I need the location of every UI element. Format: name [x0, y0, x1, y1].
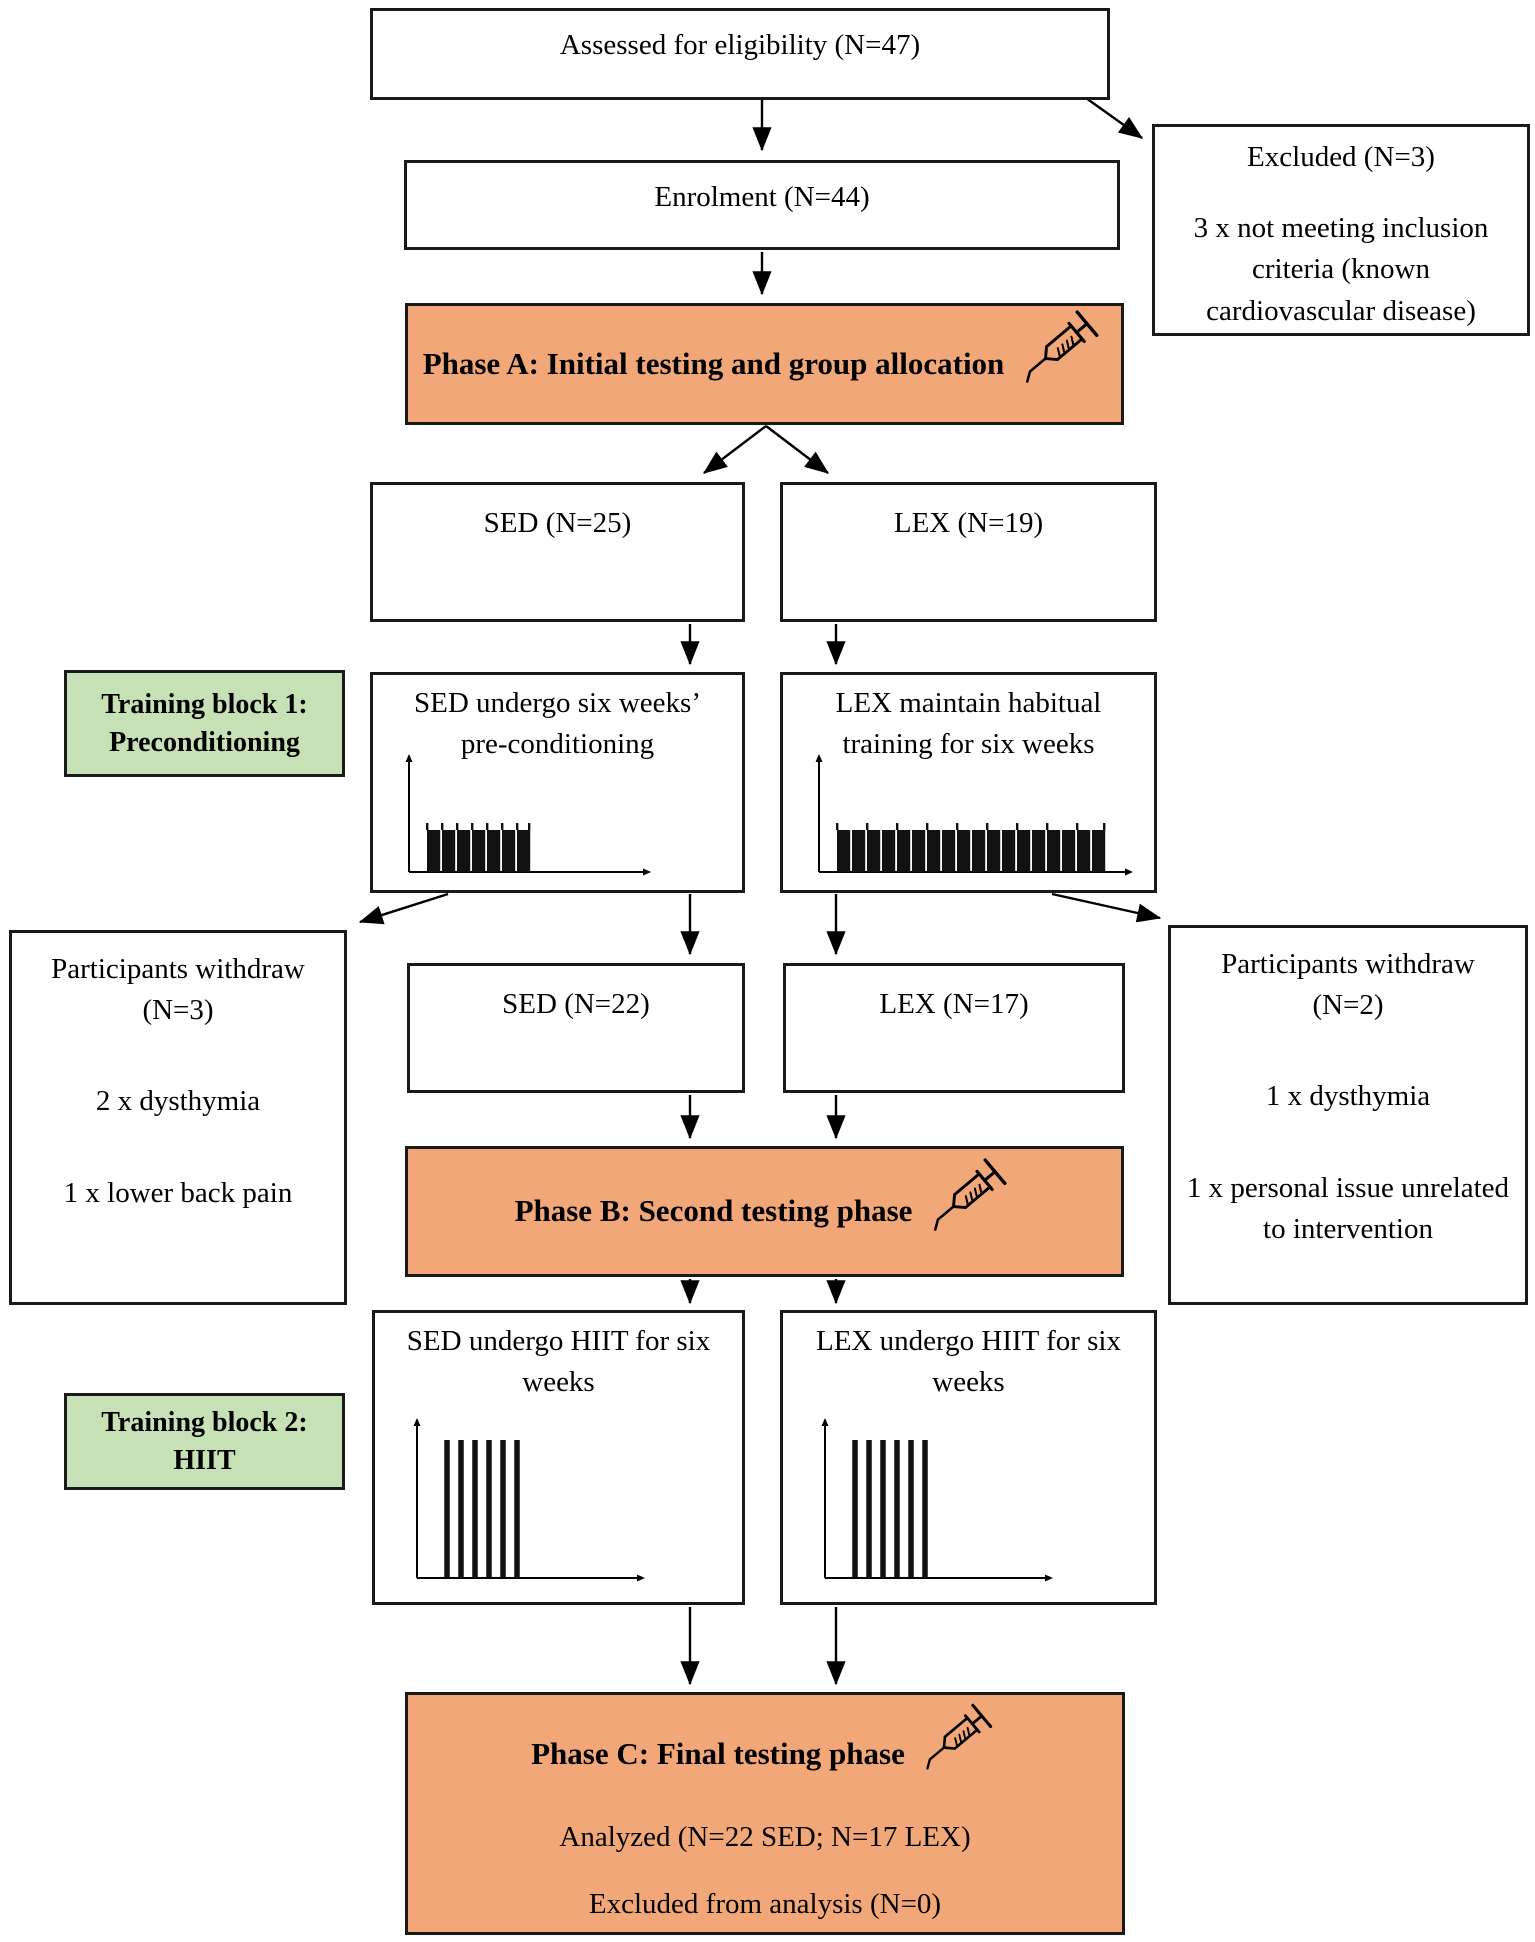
phase-c-title: Phase C: Final testing phase — [531, 1735, 905, 1771]
training-block-1-box: Training block 1: Preconditioning — [64, 670, 345, 777]
syringe-icon — [1026, 310, 1099, 383]
phase-b-label: Phase B: Second testing phase — [514, 1193, 913, 1229]
training-block-2-line1: Training block 2: — [101, 1406, 308, 1438]
phase-c-analyzed: Analyzed (N=22 SED; N=17 LEX) — [559, 1821, 971, 1853]
training-block-2-box: Training block 2: HIIT — [64, 1393, 345, 1490]
withdraw-left-box: Participants withdraw (N=3) 2 x dysthymi… — [9, 930, 347, 1305]
sed-n25-box: SED (N=25) — [370, 482, 745, 622]
interval-spikes-chart-icon — [413, 1418, 645, 1582]
lex-habitual-label: LEX maintain habitual training for six w… — [835, 687, 1102, 761]
lex-habitual-box: LEX maintain habitual training for six w… — [780, 672, 1157, 893]
withdraw-left-reason2: 1 x lower back pain — [63, 1176, 293, 1209]
sed-n25-label: SED (N=25) — [483, 507, 632, 539]
phase-b-box: Phase B: Second testing phase — [405, 1146, 1124, 1277]
lex-hiit-box: LEX undergo HIIT for six weeks — [780, 1310, 1157, 1605]
excluded-title: Excluded (N=3) — [1247, 141, 1435, 173]
assessed-label: Assessed for eligibility (N=47) — [559, 29, 921, 61]
phase-c-box: Phase C: Final testing phase A — [405, 1692, 1125, 1935]
lex-n17-label: LEX (N=17) — [879, 988, 1029, 1020]
continuous-low-bars-chart-icon — [815, 754, 1133, 876]
continuous-low-bars-chart-icon — [405, 754, 651, 876]
sed-hiit-label: SED undergo HIIT for six weeks — [406, 1325, 711, 1399]
flow-arrow — [358, 892, 449, 925]
flow-arrow — [1051, 892, 1162, 923]
withdraw-right-reason1: 1 x dysthymia — [1265, 1080, 1431, 1113]
interval-spikes-chart-icon — [821, 1418, 1053, 1582]
training-block-1-line1: Training block 1: — [101, 688, 308, 720]
assessed-box: Assessed for eligibility (N=47) — [370, 8, 1110, 100]
sed-preconditioning-box: SED undergo six weeks’ pre-conditioning — [370, 672, 745, 893]
sed-preconditioning-label: SED undergo six weeks’ pre-conditioning — [413, 687, 701, 761]
phase-a-label: Phase A: Initial testing and group alloc… — [422, 345, 1005, 381]
lex-n19-box: LEX (N=19) — [780, 482, 1157, 622]
withdraw-left-reason1: 2 x dysthymia — [95, 1085, 261, 1118]
lex-n17-box: LEX (N=17) — [783, 963, 1125, 1093]
phase-c-excluded: Excluded from analysis (N=0) — [588, 1888, 942, 1921]
syringe-icon — [934, 1157, 1007, 1231]
flow-arrow — [765, 425, 829, 474]
lex-n19-label: LEX (N=19) — [893, 507, 1044, 539]
sed-n22-label: SED (N=22) — [502, 988, 650, 1020]
enrolment-label: Enrolment (N=44) — [654, 181, 870, 213]
flow-arrow — [703, 425, 767, 474]
withdraw-right-title: Participants withdraw (N=2) — [1221, 948, 1475, 1022]
withdraw-left-title: Participants withdraw (N=3) — [51, 953, 305, 1027]
excluded-reason: 3 x not meeting inclusion criteria (know… — [1193, 212, 1489, 327]
flow-arrow — [1085, 97, 1143, 139]
withdraw-right-reason2: 1 x personal issue unrelated to interven… — [1186, 1171, 1510, 1245]
phase-a-box: Phase A: Initial testing and group alloc… — [405, 303, 1124, 425]
sed-n22-box: SED (N=22) — [407, 963, 745, 1093]
sed-hiit-box: SED undergo HIIT for six weeks — [372, 1310, 745, 1605]
excluded-box: Excluded (N=3) 3 x not meeting inclusion… — [1152, 124, 1530, 336]
training-block-2-line2: HIIT — [173, 1444, 236, 1476]
withdraw-right-box: Participants withdraw (N=2) 1 x dysthymi… — [1168, 925, 1528, 1305]
enrolment-box: Enrolment (N=44) — [404, 160, 1120, 250]
training-block-1-line2: Preconditioning — [109, 726, 300, 758]
syringe-icon — [926, 1703, 993, 1770]
lex-hiit-label: LEX undergo HIIT for six weeks — [816, 1325, 1121, 1399]
